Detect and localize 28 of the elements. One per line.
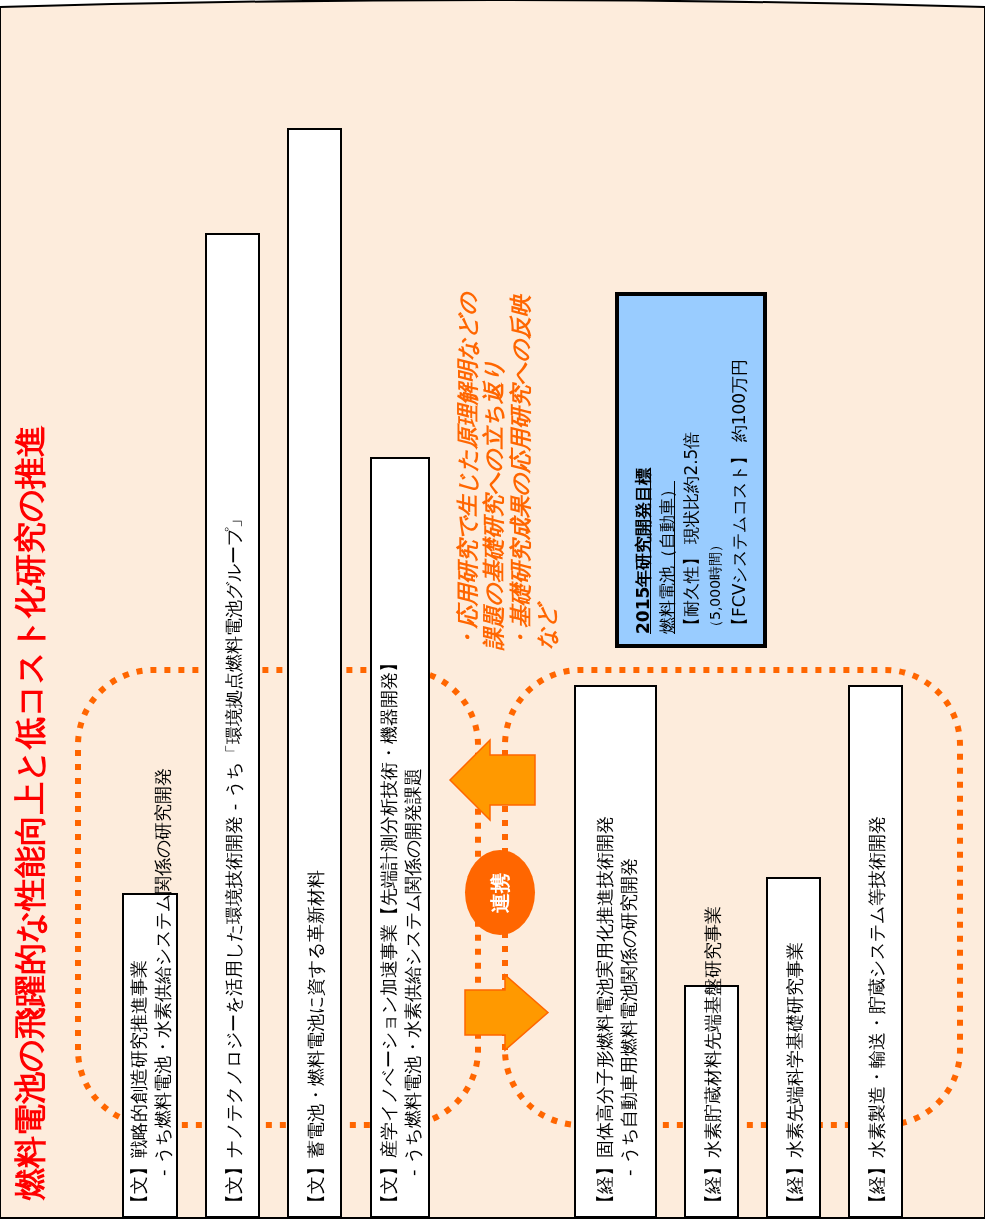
note-text: ・基礎研究成果の応用研究への反映など [508, 293, 560, 650]
program-name: 【経】固体高分子形燃料電池実用化推進技術開発 [593, 816, 616, 1212]
program-bar [574, 685, 657, 1218]
program-bar [205, 233, 260, 1218]
program-name: 【経】水素製造・輸送・貯蔵システム等技術開発 [865, 816, 888, 1212]
program-name: 【文】戦略的創造研究推進事業 [128, 960, 150, 1212]
block-arrow [464, 973, 550, 1052]
program-name: 【文】蓄電池・燃料電池に資する革新材料 [304, 870, 327, 1212]
program-name: - うち燃料電池・水素供給システム関係の開発課題 [402, 767, 424, 1176]
target-heading: 2015年研究開発目標 [632, 467, 654, 634]
program-name: 【文】ナノテクノロジーを活用した環境技術開発 - うち「環境拠点燃料電池グループ」 [222, 510, 245, 1212]
program-name: 【経】水素先端科学基礎研究事業 [783, 942, 806, 1212]
title: 燃料電池の飛躍的な性能向上と低コスト化研究の推進 [10, 425, 50, 1200]
target-line: （5,000時間） [706, 537, 724, 634]
target-line: 【FCVシステムコスト】 約100万円 [728, 358, 750, 634]
program-bar [287, 128, 342, 1218]
note-text: ・応用研究で生じた原理解明などの課題の基礎研究への立ち返り [455, 290, 507, 650]
program-bar [370, 457, 430, 1218]
program-name: 【文】産学イノベーション加速事業【先端計測分析技術・機器開発】 [378, 654, 400, 1212]
link-label: 連携 [486, 872, 513, 913]
target-line: 燃料電池（自動車） [656, 481, 678, 634]
target-box [615, 292, 767, 648]
program-bar [848, 685, 903, 1218]
program-name: - うち燃料電池・水素供給システム関係の研究開発 [152, 767, 174, 1176]
program-name: - うち自動車用燃料電池関係の研究開発 [617, 857, 640, 1176]
block-arrow [448, 738, 536, 822]
program-bar [766, 877, 821, 1218]
target-line: 【耐久性】 現状比約2.5倍 [680, 431, 702, 634]
